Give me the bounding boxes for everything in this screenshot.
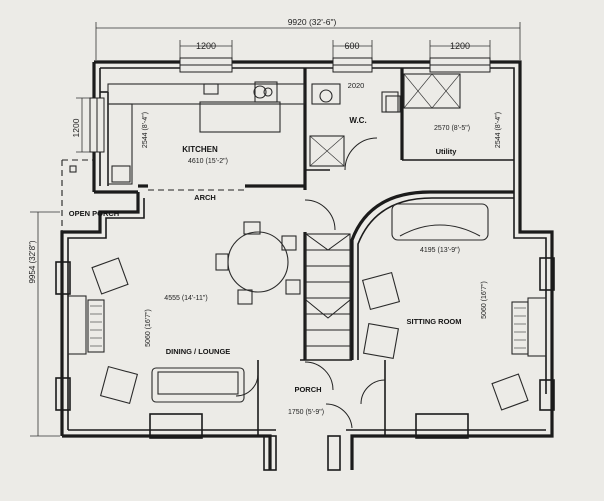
open-porch-label: OPEN PORCH (69, 209, 119, 218)
utility-width-dim: 2544 (8'-4") (495, 112, 502, 148)
porch-width-dim: 1750 (5'-9") (288, 409, 324, 416)
wc-window-dim: 600 (344, 41, 359, 51)
arch-label: ARCH (194, 193, 216, 202)
kitchen-fittings (107, 81, 305, 185)
sitting-width-dim: 5060 (16'7") (481, 281, 488, 319)
dining-length-dim: 4555 (14'-11") (164, 295, 207, 302)
door-swing-arch (304, 199, 336, 231)
staircase (305, 233, 351, 361)
left-dimension-lines (30, 97, 96, 437)
wc-width-dim: 2020 (348, 81, 365, 90)
dining-table (215, 221, 301, 305)
kitchen-label: KITCHEN (182, 145, 218, 154)
dining-width-dim: 5060 (16'7") (145, 309, 152, 347)
overall-width-dim: 9920 (32'-6") (288, 17, 337, 27)
wc-fittings (309, 83, 399, 171)
dining-label: DINING / LOUNGE (166, 347, 231, 356)
sitting-furniture (361, 203, 555, 439)
top-dimension-lines (95, 22, 521, 60)
utility-fittings (385, 73, 461, 113)
wc-label: W.C. (349, 116, 366, 125)
dining-furniture (55, 257, 245, 439)
utility-length-dim: 2570 (8'-5") (434, 125, 470, 132)
utility-window-dim: 1200 (450, 41, 470, 51)
kitchen-length-dim: 4610 (15'-2") (188, 158, 228, 165)
sitting-label: SITTING ROOM (407, 317, 462, 326)
side-window-dim: 1200 (71, 118, 81, 137)
utility-label: Utility (436, 147, 458, 156)
overall-depth-dim: 9954 (32'8") (28, 240, 37, 283)
kitchen-width-dim: 2544 (8'-4") (142, 112, 149, 148)
porch-label: PORCH (294, 385, 321, 394)
kitchen-window-dim: 1200 (196, 41, 216, 51)
rear-windows (89, 57, 491, 153)
sitting-length-dim: 4195 (13'-9") (420, 247, 460, 254)
porch-details (235, 361, 386, 471)
interior-walls (138, 68, 514, 436)
open-porch (61, 159, 94, 232)
